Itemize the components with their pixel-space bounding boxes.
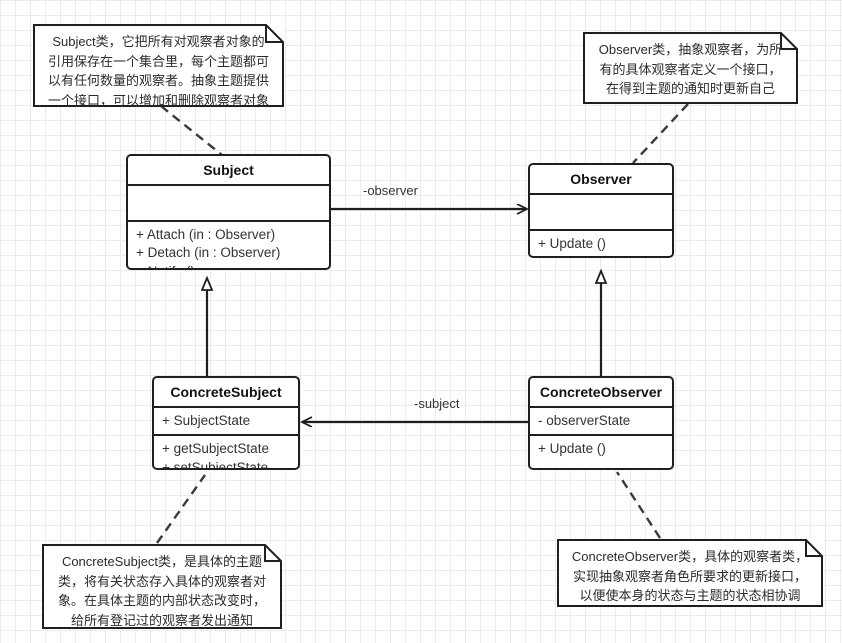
- note-anchor-concrete-observer: [615, 471, 662, 539]
- note-line: 以便使本身的状态与主题的状态相协调: [579, 588, 801, 603]
- note-concrete-subject: ConcreteSubject类，是具体的主题 类，将有关状态存入具体的观察者对…: [42, 544, 282, 629]
- class-attributes-concrete-observer: - observerState: [530, 408, 672, 437]
- edge-label-subject-role: -subject: [414, 396, 460, 411]
- note-line: 象。在具体主题的内部状态改变时，: [57, 593, 266, 608]
- class-operations-subject: + Attach (in : Observer) + Detach (in : …: [128, 222, 329, 268]
- note-observer: Observer类，抽象观察者，为所 有的具体观察者定义一个接口， 在得到主题的…: [583, 32, 798, 104]
- note-line: 引用保存在一个集合里，每个主题都可: [47, 53, 269, 69]
- class-member: + Notify (): [136, 263, 321, 268]
- class-name-observer: Observer: [530, 165, 672, 196]
- note-anchor-observer: [632, 103, 689, 164]
- note-line: 有的具体观察者定义一个接口，: [599, 61, 782, 77]
- class-operations-concrete-subject: + getSubjectState + setSubjectState: [154, 436, 298, 470]
- class-member: + Update (): [538, 236, 606, 252]
- class-box-concrete-observer[interactable]: ConcreteObserver - observerState + Updat…: [528, 376, 674, 470]
- note-subject: Subject类，它把所有对观察者对象的 引用保存在一个集合里，每个主题都可 以…: [33, 24, 284, 108]
- class-member: + SubjectState: [162, 413, 251, 429]
- class-member: + Detach (in : Observer): [136, 245, 281, 261]
- class-name-concrete-subject: ConcreteSubject: [154, 378, 298, 409]
- note-line: 在得到主题的通知时更新自己: [605, 81, 775, 96]
- class-member: - observerState: [538, 413, 631, 429]
- class-member: + Attach (in : Observer): [136, 227, 276, 243]
- class-member: + setSubjectState: [162, 459, 269, 470]
- note-line: Subject类，它把所有对观察者对象的: [52, 34, 265, 49]
- class-name-concrete-observer: ConcreteObserver: [530, 378, 672, 409]
- note-line: Observer类，抽象观察者，为所: [598, 42, 783, 57]
- class-operations-concrete-observer: + Update (): [530, 436, 672, 462]
- class-attributes-subject: [128, 186, 329, 223]
- note-concrete-observer: ConcreteObserver类，具体的观察者类， 实现抽象观察者角色所要求的…: [557, 539, 823, 607]
- note-line: 类，将有关状态存入具体的观察者对: [57, 573, 266, 589]
- note-anchor-concrete-subject: [156, 474, 206, 544]
- note-line: 实现抽象观察者角色所要求的更新接口，: [572, 568, 807, 584]
- class-name-subject: Subject: [128, 156, 329, 187]
- class-box-concrete-subject[interactable]: ConcreteSubject + SubjectState + getSubj…: [152, 376, 300, 470]
- class-attributes-observer: [530, 195, 672, 232]
- class-member: + Update (): [538, 441, 606, 457]
- edge-label-observer-role: -observer: [363, 183, 418, 198]
- note-anchor-subject: [160, 105, 223, 156]
- class-box-subject[interactable]: Subject + Attach (in : Observer) + Detac…: [126, 154, 331, 270]
- class-operations-observer: + Update (): [530, 231, 672, 256]
- note-line: 以有任何数量的观察者。抽象主题提供: [47, 73, 269, 88]
- note-line: ConcreteSubject类，是具体的主题: [61, 554, 263, 569]
- class-member: + getSubjectState: [162, 441, 269, 457]
- note-line: 一个接口，可以增加和删除观察者对象: [47, 92, 269, 108]
- class-attributes-concrete-subject: + SubjectState: [154, 408, 298, 437]
- class-box-observer[interactable]: Observer + Update (): [528, 163, 674, 258]
- note-line: ConcreteObserver类，具体的观察者类，: [571, 549, 809, 564]
- note-line: 给所有登记过的观察者发出通知: [70, 612, 253, 628]
